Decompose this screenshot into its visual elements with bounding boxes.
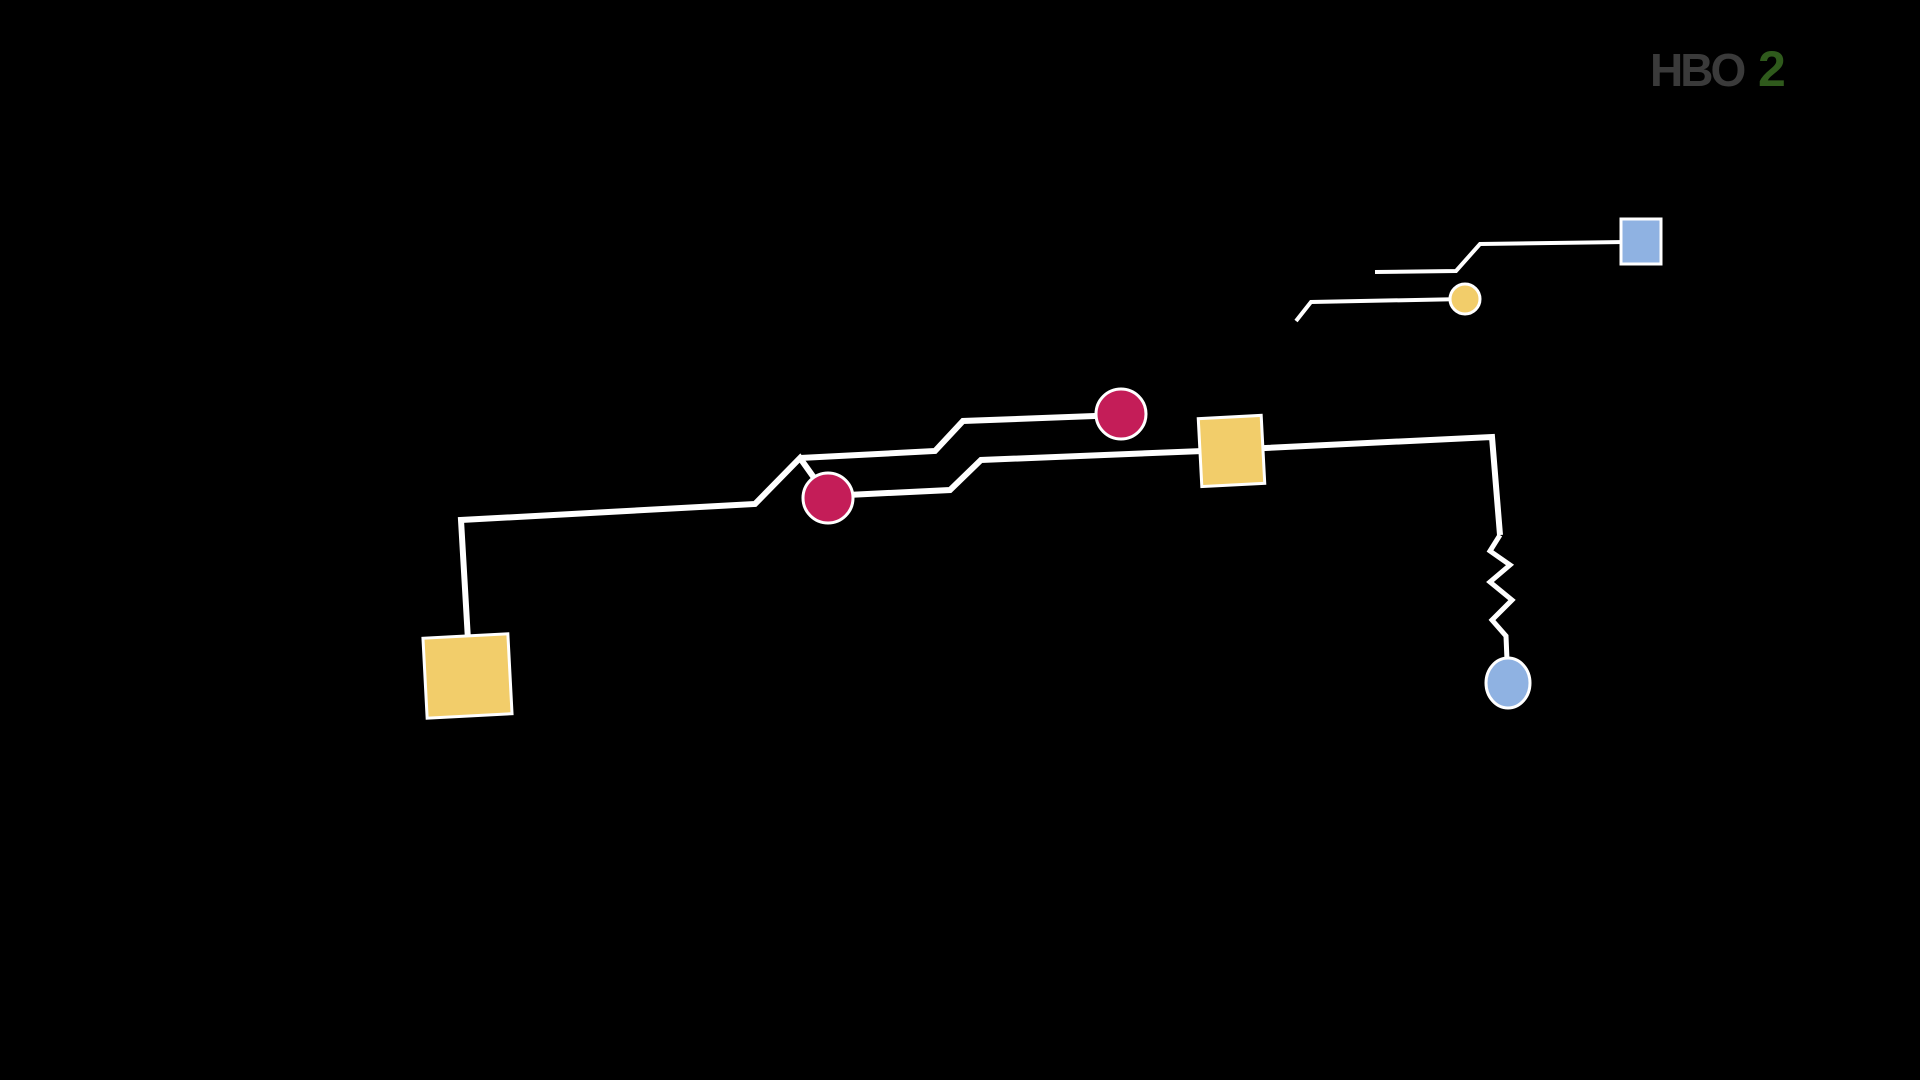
small-track-lower bbox=[1294, 297, 1466, 323]
yellow-square-center bbox=[1196, 413, 1267, 489]
logo-text: HBO bbox=[1650, 44, 1744, 96]
large-yellow-square-left bbox=[421, 632, 514, 720]
magenta-circle-upper bbox=[1094, 387, 1148, 441]
hbo2-logo-icon: HBO 2 bbox=[1650, 41, 1786, 97]
small-blue-square bbox=[1619, 217, 1663, 266]
logo-numeral: 2 bbox=[1758, 41, 1786, 97]
magenta-circle-lower bbox=[801, 471, 855, 525]
small-track-upper bbox=[1374, 240, 1626, 274]
blue-circle-bottom bbox=[1484, 656, 1532, 710]
main-track-line bbox=[457, 433, 1503, 641]
spring-connector bbox=[1486, 533, 1516, 661]
small-yellow-circle bbox=[1448, 282, 1482, 316]
upper-track-line bbox=[799, 412, 1122, 461]
